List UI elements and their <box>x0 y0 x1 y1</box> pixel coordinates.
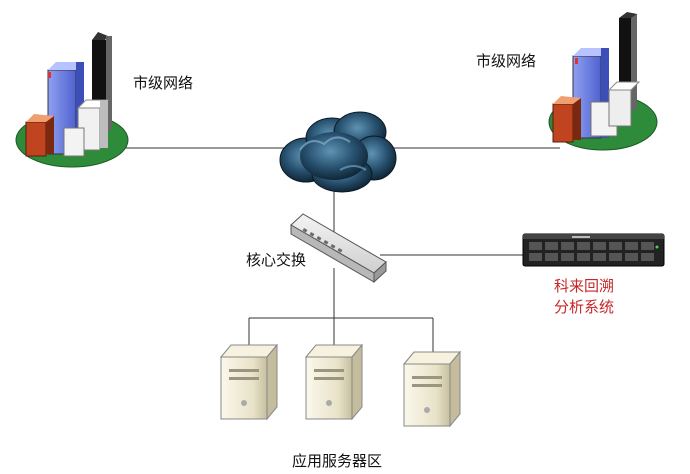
tower-server-icon <box>304 343 364 421</box>
city-network-label-left: 市级网络 <box>133 74 194 92</box>
tower-server-icon <box>219 343 279 421</box>
city-buildings-icon <box>548 12 658 151</box>
connection-lines <box>120 147 560 352</box>
tower-server-icon <box>402 350 462 428</box>
kelai-label-line2: 分析系统 <box>554 298 615 316</box>
cloud-icon <box>279 111 397 193</box>
city-buildings-icon <box>15 32 129 168</box>
core-switch-label: 核心交换 <box>246 251 307 269</box>
rack-server-icon <box>522 233 665 267</box>
server-area-label: 应用服务器区 <box>292 452 383 470</box>
switch-icon <box>290 213 387 284</box>
kelai-label-line1: 科来回溯 <box>554 277 615 295</box>
kelai-system-label: 科来回溯 分析系统 <box>554 276 614 318</box>
city-network-label-right: 市级网络 <box>476 52 537 70</box>
